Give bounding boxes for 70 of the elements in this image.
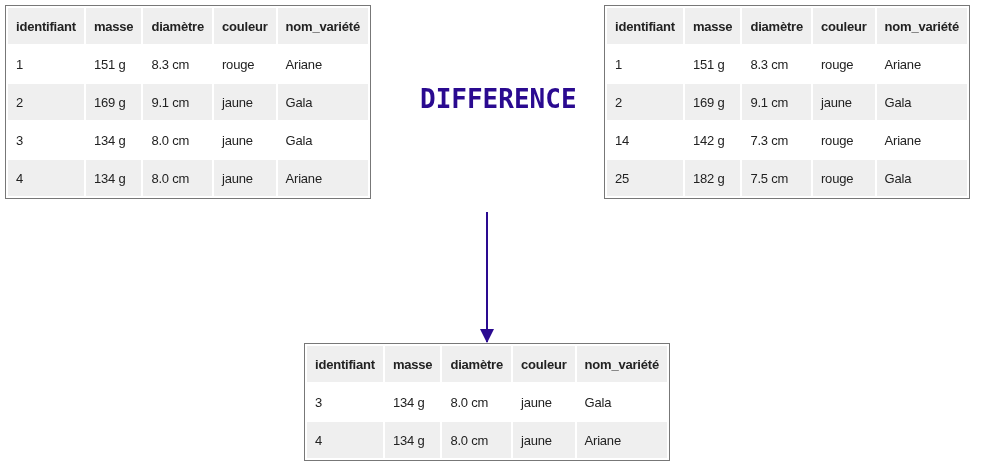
column-header: diamètre [742, 8, 811, 44]
table-value: 4 [8, 160, 84, 196]
table-value: rouge [813, 160, 875, 196]
table-value: rouge [221, 55, 256, 74]
table-value: 4 [307, 422, 383, 458]
table-value: 9.1 cm [143, 84, 212, 120]
table-value: 151 g [92, 55, 127, 74]
table-value: 1 [614, 55, 624, 74]
column-header: couleur [513, 346, 575, 382]
column-header: masse [684, 8, 741, 44]
table-value: 7.5 cm [742, 160, 811, 196]
data-table [5, 5, 371, 199]
table-value: 8.3 cm [749, 55, 790, 74]
table-value: Gala [876, 84, 967, 120]
column-header: couleur [214, 8, 276, 44]
table-value: 3 [314, 393, 324, 412]
table-value: Ariane [883, 55, 922, 74]
column-header: identifiant [307, 346, 383, 382]
table-value: rouge [820, 55, 855, 74]
table-value: jaune [519, 393, 553, 412]
table-value: 142 g [691, 131, 726, 150]
table-value: 2 [607, 84, 683, 120]
column-header: identifiant [8, 8, 84, 44]
table-value: Ariane [576, 422, 667, 458]
table-value: 1 [15, 55, 25, 74]
column-header: diamètre [442, 346, 511, 382]
column-header: couleur [813, 8, 875, 44]
data-table [304, 343, 670, 461]
table-value: Gala [583, 393, 613, 412]
column-header: nom_variété [876, 8, 967, 44]
table-value: Ariane [883, 131, 922, 150]
table-value: 182 g [684, 160, 741, 196]
table-value: 134 g [92, 131, 127, 150]
table-value: 151 g [691, 55, 726, 74]
table-value: 7.3 cm [749, 131, 790, 150]
table-value: 169 g [684, 84, 741, 120]
column-header: masse [85, 8, 142, 44]
arrow [480, 211, 494, 343]
column-header: nom_variété [576, 346, 667, 382]
table-value: 8.0 cm [442, 422, 511, 458]
table-value: 134 g [391, 393, 426, 412]
data-table [604, 5, 970, 199]
table-value: 169 g [85, 84, 142, 120]
column-header: nom_variété [277, 8, 368, 44]
table-value: rouge [820, 131, 855, 150]
table-value: 8.0 cm [150, 131, 191, 150]
operation-label: DIFFERENCE [420, 84, 577, 114]
table-value: jaune [220, 131, 254, 150]
table-value: jaune [813, 84, 875, 120]
table-value: 14 [614, 131, 631, 150]
column-header: diamètre [143, 8, 212, 44]
table-value: Ariane [277, 160, 368, 196]
column-header: identifiant [607, 8, 683, 44]
column-header: masse [384, 346, 441, 382]
table-value: 25 [607, 160, 683, 196]
table-value: Gala [876, 160, 967, 196]
table-value: jaune [214, 160, 276, 196]
table-value: jaune [214, 84, 276, 120]
table-value: 2 [8, 84, 84, 120]
table-value: Ariane [284, 55, 323, 74]
table-value: Gala [277, 84, 368, 120]
table-value: 8.3 cm [150, 55, 191, 74]
table-value: 3 [15, 131, 25, 150]
table-value: 9.1 cm [742, 84, 811, 120]
table-value: 134 g [384, 422, 441, 458]
table-value: 8.0 cm [449, 393, 490, 412]
table-value: 134 g [85, 160, 142, 196]
table-value: 8.0 cm [143, 160, 212, 196]
table-value: jaune [513, 422, 575, 458]
table-value: Gala [284, 131, 314, 150]
